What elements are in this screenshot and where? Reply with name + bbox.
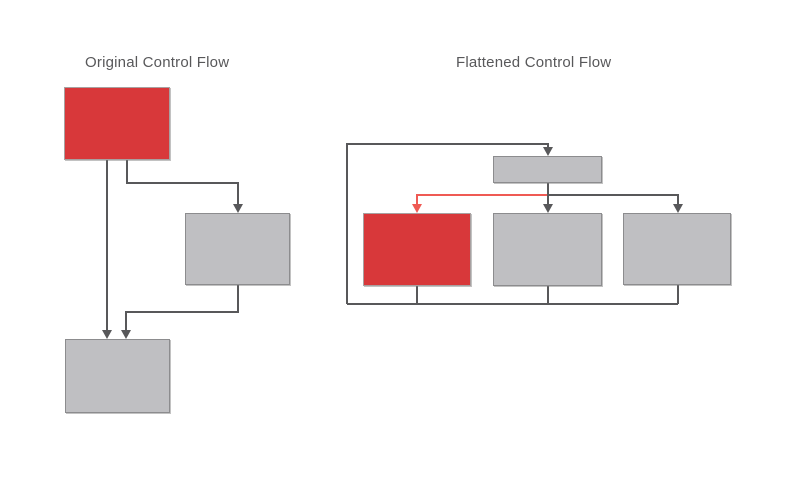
edge-flat-dispatcher-case-1 [412,183,549,213]
panel-title-flattened: Flattened Control Flow [456,54,612,71]
panel-title-original: Original Control Flow [85,54,230,71]
node-original-exit-block[interactable] [65,339,170,413]
node-flattened-case-block-1[interactable] [363,213,471,286]
edge-flat-dispatcher-case-3 [548,194,683,213]
edge-flat-dispatcher-case-2 [543,183,553,213]
node-flattened-dispatcher-block[interactable] [493,156,602,183]
node-flattened-case-block-3[interactable] [623,213,731,285]
node-original-entry-block[interactable] [64,87,170,160]
edge-flat-loopback-dispatcher [346,143,553,304]
node-original-middle-block[interactable] [185,213,290,285]
edge-orig-entry-exit [102,160,112,339]
edge-orig-entry-middle [126,160,243,213]
node-flattened-case-block-2[interactable] [493,213,602,286]
edge-orig-middle-exit [121,285,239,339]
